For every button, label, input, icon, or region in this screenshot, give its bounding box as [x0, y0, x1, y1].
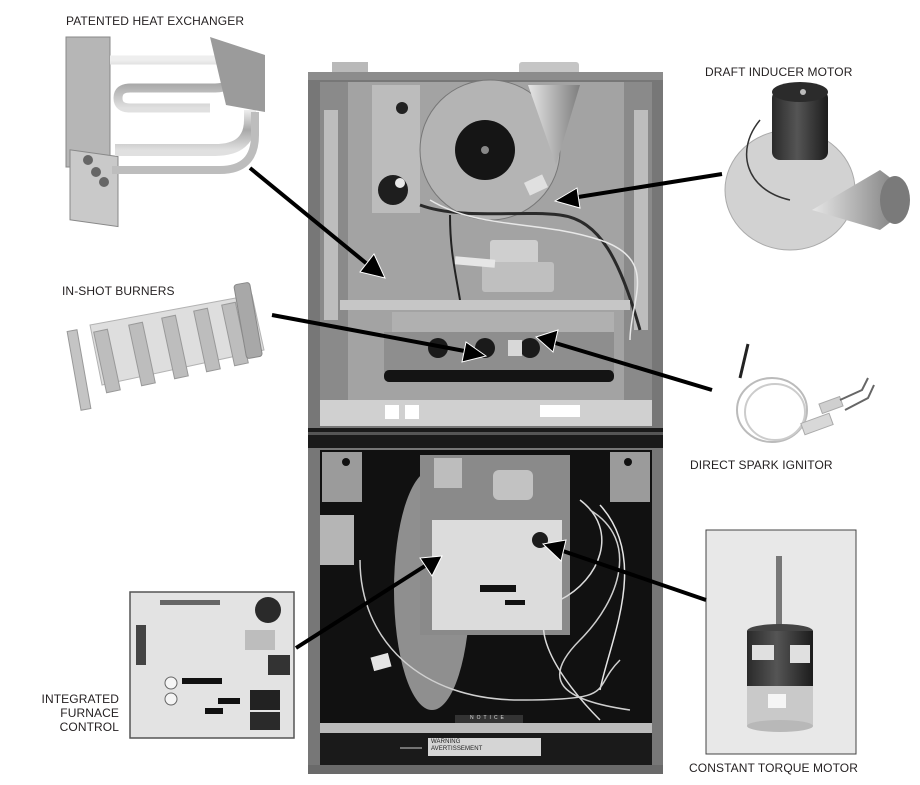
heat-exchanger-photo: [65, 36, 265, 228]
draft-inducer-photo: [724, 82, 910, 251]
arrow-torque-motor: [541, 539, 707, 602]
furnace-control-photo: [129, 591, 295, 739]
spark-ignitor-photo: [736, 343, 875, 443]
notice-plate-text: NOTICE: [470, 715, 507, 721]
warning-text: WARNING: [431, 739, 461, 745]
avertissement-text: AVERTISSEMENT: [431, 746, 483, 752]
torque-motor-photo: [705, 529, 857, 755]
label-integrated-furnace-control: INTEGRATED FURNACE CONTROL: [20, 692, 119, 734]
arrow-heat-exchanger: [248, 166, 386, 279]
label-direct-spark-ignitor: DIRECT SPARK IGNITOR: [690, 458, 833, 472]
label-line: CONTROL: [59, 720, 119, 734]
label-draft-inducer-motor: DRAFT INDUCER MOTOR: [705, 65, 853, 79]
warning-sticker: [428, 738, 541, 756]
warning-sticker-text: WARNING AVERTISSEMENT: [431, 739, 482, 753]
arrow-draft-inducer: [553, 172, 723, 209]
furnace-cabinet: [308, 62, 663, 774]
label-heat-exchanger: PATENTED HEAT EXCHANGER: [66, 14, 245, 28]
label-constant-torque-motor: CONSTANT TORQUE MOTOR: [689, 761, 859, 775]
arrow-burners: [271, 313, 488, 363]
label-line: FURNACE: [60, 706, 119, 720]
pointer-arrows: [248, 166, 723, 650]
arrow-furnace-control: [294, 555, 443, 650]
label-in-shot-burners: IN-SHOT BURNERS: [62, 284, 175, 298]
arrow-spark-ignitor: [535, 329, 713, 392]
in-shot-burners-photo: [66, 282, 265, 411]
label-line: INTEGRATED: [41, 692, 119, 706]
